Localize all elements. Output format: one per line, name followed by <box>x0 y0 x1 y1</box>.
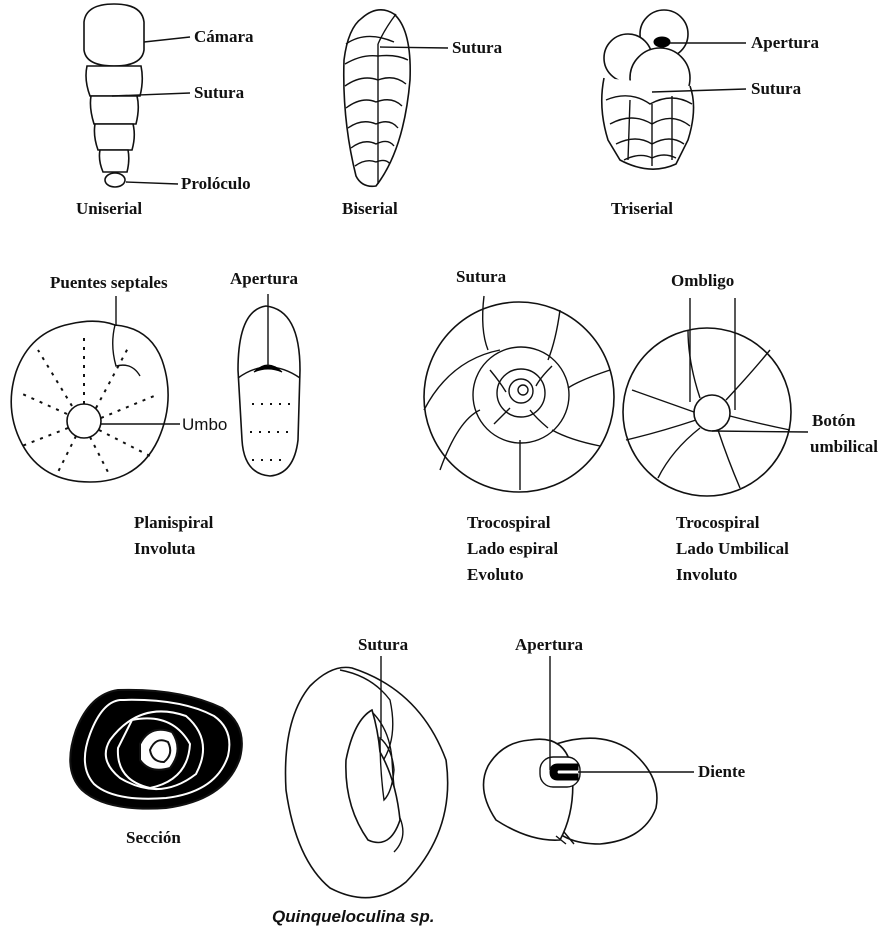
sutura-label-triserial: Sutura <box>751 79 802 98</box>
sutura-label-uniserial: Sutura <box>194 83 245 102</box>
troco-espiral-caption-line3: Evoluto <box>467 565 524 584</box>
planispiral-figure <box>11 296 180 482</box>
quinqueloculina-caption: Quinqueloculina sp. <box>272 907 434 926</box>
boton-label-line2: umbilical <box>810 437 878 456</box>
ombligo-label: Ombligo <box>671 271 734 290</box>
trocospiral-spiral-figure <box>424 296 614 492</box>
quinqueloculina-side-figure <box>286 656 448 898</box>
apertura-label-quinque: Apertura <box>515 635 583 654</box>
trocospiral-umbilical-figure <box>623 298 808 496</box>
triserial-caption: Triserial <box>611 199 673 218</box>
biserial-caption: Biserial <box>342 199 398 218</box>
uniserial-figure <box>84 4 190 187</box>
sutura-label-quinque: Sutura <box>358 635 409 654</box>
troco-umbilical-caption-line3: Involuto <box>676 565 737 584</box>
seccion-figure <box>70 690 242 809</box>
apertura-label-planispiral: Apertura <box>230 269 298 288</box>
troco-umbilical-caption-line2: Lado Umbilical <box>676 539 789 558</box>
troco-espiral-caption-line1: Trocospiral <box>467 513 551 532</box>
uniserial-caption: Uniserial <box>76 199 142 218</box>
diente-label: Diente <box>698 762 746 781</box>
puentes-septales-label: Puentes septales <box>50 273 168 292</box>
boton-label-line1: Botón <box>812 411 856 430</box>
sutura-label-biserial: Sutura <box>452 38 503 57</box>
apertura-label-triserial: Apertura <box>751 33 819 52</box>
troco-espiral-caption-line2: Lado espiral <box>467 539 558 558</box>
quinqueloculina-apertural-figure <box>484 656 695 844</box>
planispiral-caption-line1: Planispiral <box>134 513 214 532</box>
planispiral-apertural-view <box>238 294 300 476</box>
troco-umbilical-caption-line1: Trocospiral <box>676 513 760 532</box>
seccion-caption: Sección <box>126 828 181 847</box>
biserial-figure <box>344 10 448 186</box>
proloculo-label: Prolóculo <box>181 174 251 193</box>
camara-label: Cámara <box>194 27 254 46</box>
umbo-label: Umbo <box>182 415 227 434</box>
sutura-label-trocospiral: Sutura <box>456 267 507 286</box>
planispiral-caption-line2: Involuta <box>134 539 196 558</box>
triserial-figure <box>602 10 746 169</box>
